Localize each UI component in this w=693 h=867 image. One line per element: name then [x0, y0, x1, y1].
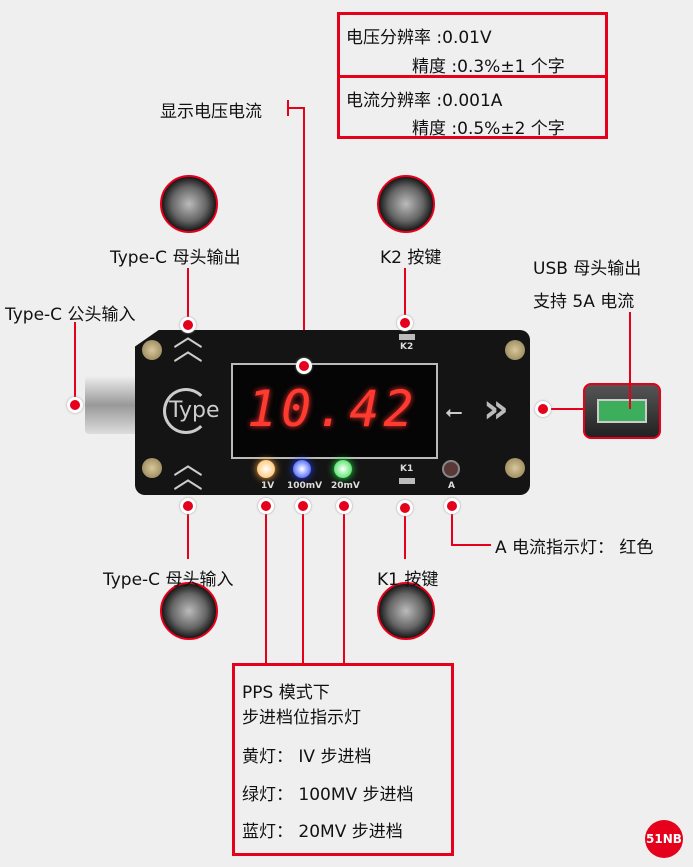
led-a	[442, 460, 460, 478]
callout-dot	[67, 397, 83, 413]
k2-button-photo	[377, 175, 435, 233]
chevron-up-icon: ︿︿	[173, 319, 203, 368]
led-20mv-label: 20mV	[331, 481, 360, 491]
leader-line	[343, 505, 345, 665]
pps-line1: PPS 模式下	[242, 683, 330, 703]
label: 精度	[412, 119, 446, 139]
chevron-up-icon: ︿︿	[173, 447, 203, 496]
pps-box: PPS 模式下 步进档位指示灯 黄灯： IV 步进档 绿灯： 100MV 步进档…	[232, 663, 454, 856]
led-1v	[257, 460, 275, 478]
usb-current-label: 支持 5A 电流	[533, 292, 635, 312]
leader-line	[265, 505, 267, 665]
pps-yellow: 黄灯： IV 步进档	[242, 747, 372, 767]
usb-icon: ⭠	[445, 400, 463, 425]
divider	[340, 75, 605, 78]
typec-plug	[85, 376, 139, 434]
label: 电流分辨率	[346, 91, 431, 111]
callout-dot	[180, 498, 196, 514]
pps-blue: 蓝灯： 20MV 步进档	[242, 822, 403, 842]
label: 精度	[412, 57, 446, 77]
reading: 10.42	[247, 380, 418, 438]
label: 电压分辨率	[346, 28, 431, 48]
usb-port-photo	[583, 383, 661, 439]
leader-line	[187, 505, 189, 559]
usb-tester-device: ︿︿ ︿︿ Type 10.42 ⭠ » K2 K1 1V 100mV 20mV…	[135, 330, 530, 495]
callout-dot	[295, 498, 311, 514]
led-1v-label: 1V	[261, 481, 275, 491]
leader-line	[303, 107, 305, 365]
a-led-label: A 电流指示灯： 红色	[495, 538, 654, 558]
usb-out-label: USB 母头输出	[533, 259, 642, 279]
voltage-resolution: 电压分辨率 :0.01V	[346, 23, 492, 48]
leader-line	[543, 408, 585, 410]
watermark-logo: 51NB	[645, 820, 683, 858]
leader-line	[451, 544, 491, 546]
value: :0.01V	[436, 28, 492, 48]
callout-dot	[296, 358, 312, 374]
callout-dot	[336, 498, 352, 514]
current-accuracy: 精度 :0.5%±2 个字	[412, 114, 565, 139]
leader-line	[302, 505, 304, 665]
k1-button[interactable]	[399, 478, 415, 484]
screw-icon	[142, 340, 162, 360]
value: :0.3%±1 个字	[451, 57, 565, 77]
chevron-right-icon: »	[483, 386, 509, 432]
display-label: 显示电压电流	[160, 102, 262, 122]
typec-out-photo	[160, 175, 218, 233]
typec-in-photo	[160, 582, 218, 640]
leader-line	[187, 268, 189, 324]
pps-green: 绿灯： 100MV 步进档	[242, 785, 414, 805]
k1-button-photo	[377, 582, 435, 640]
k2-text: K2	[400, 342, 414, 352]
screw-icon	[505, 340, 525, 360]
leader-line	[404, 507, 406, 559]
callout-dot	[397, 500, 413, 516]
typec-logo-text: Type	[169, 398, 220, 423]
typec-logo-icon	[163, 388, 209, 434]
led-20mv	[334, 460, 352, 478]
leader-line	[288, 107, 304, 109]
seven-segment-display: 10.42	[231, 363, 438, 459]
callout-dot	[180, 317, 196, 333]
k1-label: K1 按键	[377, 570, 439, 590]
callout-dot	[444, 498, 460, 514]
typec-male-in-label: Type-C 公头输入	[5, 305, 136, 325]
led-a-label: A	[448, 481, 455, 491]
k2-button[interactable]	[399, 334, 415, 340]
callout-dot	[258, 498, 274, 514]
value: :0.5%±2 个字	[451, 119, 565, 139]
usb-port-icon	[597, 399, 647, 423]
leader-line	[451, 505, 453, 545]
leader-line	[629, 312, 631, 409]
screw-icon	[505, 458, 525, 478]
typec-female-in-label: Type-C 母头输入	[103, 570, 234, 590]
spec-box: 电压分辨率 :0.01V 精度 :0.3%±1 个字 电流分辨率 :0.001A…	[337, 12, 608, 139]
callout-dot	[535, 401, 551, 417]
voltage-accuracy: 精度 :0.3%±1 个字	[412, 52, 565, 77]
typec-out-label: Type-C 母头输出	[110, 248, 241, 268]
value: :0.001A	[436, 91, 503, 111]
k1-text: K1	[400, 464, 414, 474]
current-resolution: 电流分辨率 :0.001A	[346, 86, 502, 111]
k2-label: K2 按键	[380, 248, 442, 268]
pps-line2: 步进档位指示灯	[242, 708, 361, 728]
callout-dot	[397, 315, 413, 331]
led-100mv	[293, 460, 311, 478]
leader-line	[74, 322, 76, 406]
leader-line	[404, 268, 406, 324]
screw-icon	[142, 458, 162, 478]
led-100mv-label: 100mV	[287, 481, 323, 491]
